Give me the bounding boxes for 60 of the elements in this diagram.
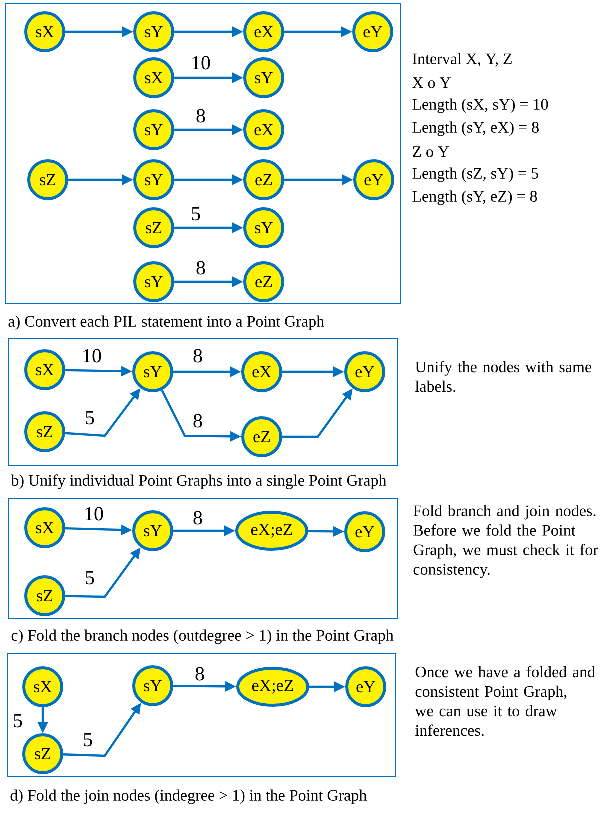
circle-node: sY xyxy=(132,352,174,392)
edge-label: 8 xyxy=(196,109,206,123)
circle-node: sZ xyxy=(24,576,66,616)
circle-node: sZ xyxy=(24,412,66,452)
circle-node: eY xyxy=(354,160,394,200)
circle-node: eY xyxy=(346,666,386,708)
note-line: Length (sZ, sY) = 5 xyxy=(412,168,538,182)
note-line: X o Y xyxy=(412,78,451,88)
panel-caption: b) Unify individual Point Graphs into a single Point Graph xyxy=(11,474,387,490)
circle-node: sY xyxy=(244,208,284,248)
note-line: Length (sY, eX) = 8 xyxy=(412,122,539,136)
edge-label: 8 xyxy=(196,667,204,681)
circle-node: sX xyxy=(24,350,66,390)
circle-node: sX xyxy=(134,58,174,98)
circle-node: sX xyxy=(24,508,66,548)
circle-node: sY xyxy=(244,58,284,98)
circle-node: sX xyxy=(24,12,66,52)
circle-node: sY xyxy=(134,110,174,150)
circle-node: sY xyxy=(132,510,174,552)
circle-node: sZ xyxy=(22,734,64,774)
circle-node: eY xyxy=(352,12,394,52)
note-line: Interval X, Y, Z xyxy=(412,53,512,67)
note-line: Length (sY, eZ) = 8 xyxy=(412,190,538,206)
ellipse-node: eX;eZ xyxy=(236,511,308,551)
circle-node: eY xyxy=(344,512,386,552)
note-text: Once we have a folded and consistent Point Graph, we can use it to draw inferences. xyxy=(415,666,596,736)
circle-node: eZ xyxy=(242,416,282,458)
edge-label: 8 xyxy=(194,511,202,525)
circle-node: sY xyxy=(134,160,174,200)
note-line: Length (sX, sY) = 10 xyxy=(412,98,548,114)
circle-node: eY xyxy=(344,352,386,392)
edge-label: 8 xyxy=(194,349,202,363)
edge-label: 5 xyxy=(84,733,92,747)
circle-node: eX xyxy=(242,352,282,392)
edge-label: 10 xyxy=(86,507,104,521)
edge-label: 5 xyxy=(192,207,200,221)
panel-caption: d) Fold the join nodes (indegree > 1) in the Point Graph xyxy=(10,790,367,804)
circle-node: sZ xyxy=(134,208,174,248)
edge-label: 8 xyxy=(196,261,206,275)
circle-node: sX xyxy=(22,666,64,708)
edge-label: 5 xyxy=(86,411,94,425)
circle-node: sY xyxy=(132,666,174,706)
edge-label: 5 xyxy=(14,714,22,728)
circle-node: eX xyxy=(244,110,284,150)
edge-label: 10 xyxy=(192,56,210,70)
circle-node: sY xyxy=(134,262,174,302)
circle-node: eX xyxy=(244,12,284,52)
edge-label: 8 xyxy=(194,414,202,428)
note-line: Z o Y xyxy=(412,146,450,158)
note-text: Fold branch and join nodes. Before we fold the Point Graph, we must check it for consistency. xyxy=(414,505,598,578)
edge-label: 10 xyxy=(84,349,102,363)
circle-node: sZ xyxy=(28,160,68,200)
panel-caption: a) Convert each PIL statement into a Point Graph xyxy=(8,316,324,330)
panel-caption: c) Fold the branch nodes (outdegree > 1) in the Point Graph xyxy=(12,630,394,644)
ellipse-node: eX;eZ xyxy=(236,667,310,707)
edge-label: 5 xyxy=(86,571,94,585)
note-text: Unify the nodes with same labels. xyxy=(416,361,592,392)
circle-node: sY xyxy=(134,12,174,52)
circle-node: eZ xyxy=(244,262,284,302)
circle-node: eZ xyxy=(244,160,284,200)
